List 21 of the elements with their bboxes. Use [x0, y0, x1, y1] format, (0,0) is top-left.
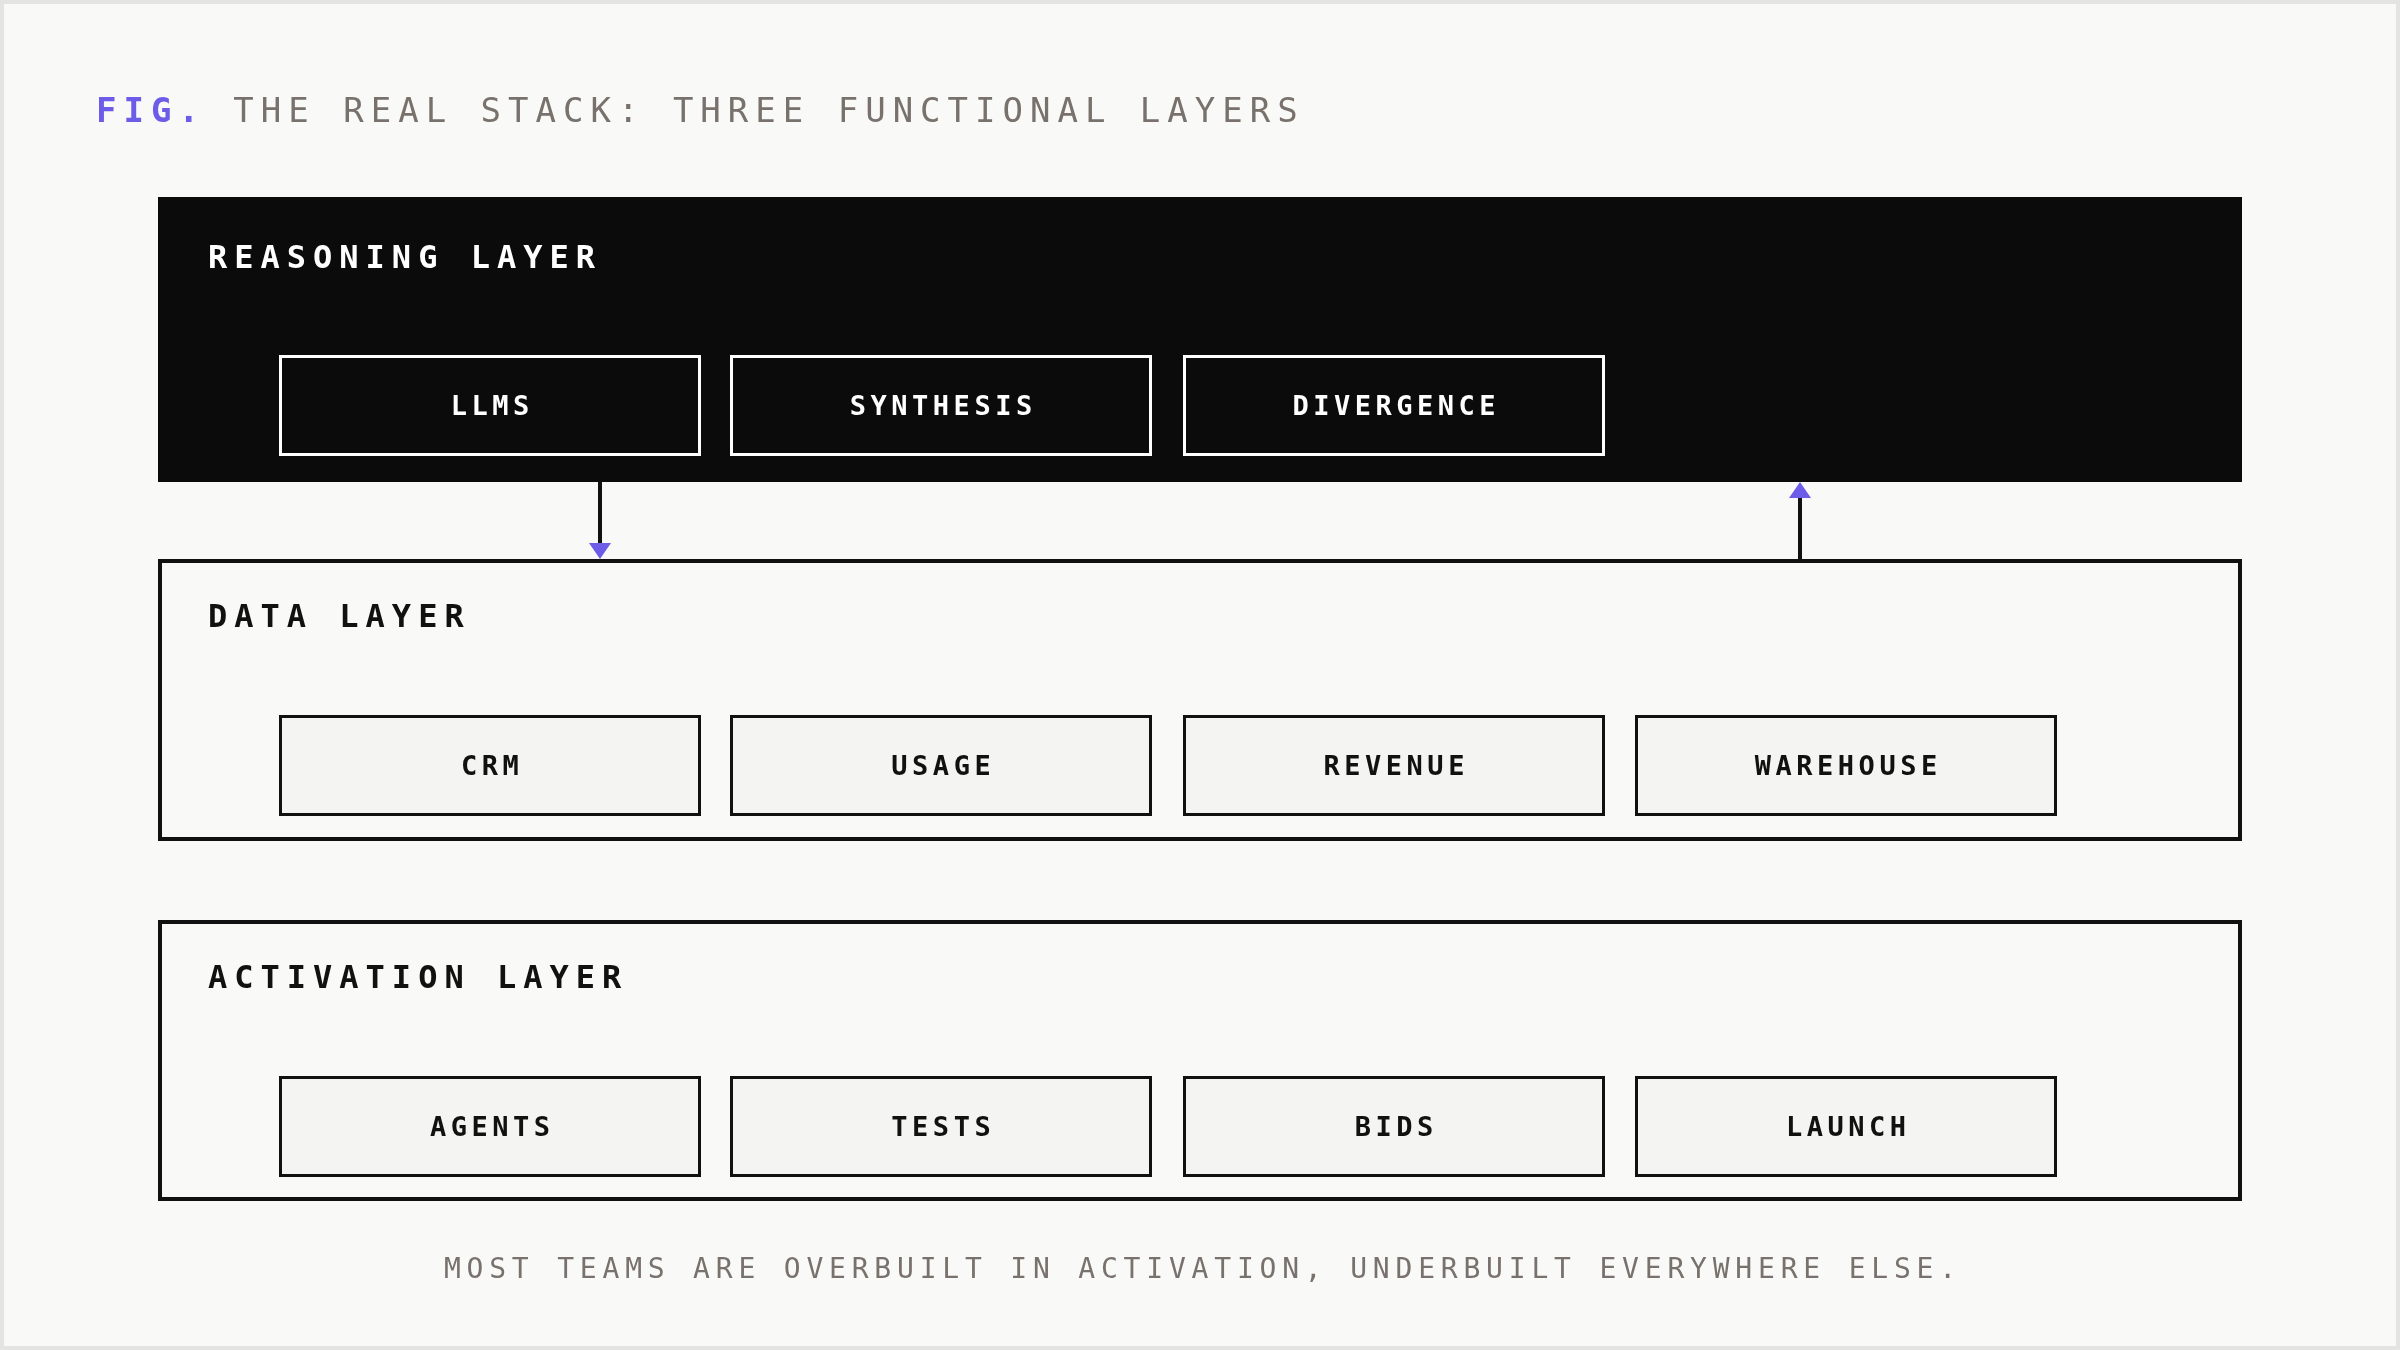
arrow: [1789, 482, 1811, 559]
component-tile: LLMS: [279, 355, 701, 456]
component-tile: WAREHOUSE: [1635, 715, 2057, 816]
layer-frame: [158, 920, 2242, 1201]
figure-title: FIG. THE REAL STACK: THREE FUNCTIONAL LAYERS: [96, 89, 1305, 131]
component-tile: SYNTHESIS: [730, 355, 1152, 456]
component-tile: AGENTS: [279, 1076, 701, 1177]
component-tile: CRM: [279, 715, 701, 816]
component-tile: LAUNCH: [1635, 1076, 2057, 1177]
component-tile: REVENUE: [1183, 715, 1605, 816]
layer-heading: REASONING LAYER: [208, 237, 602, 277]
layer-panel: [158, 197, 2242, 482]
arrow: [589, 482, 611, 559]
layer-frame: [158, 559, 2242, 841]
component-tile: USAGE: [730, 715, 1152, 816]
layer-heading: DATA LAYER: [208, 596, 471, 636]
figure-caption: MOST TEAMS ARE OVERBUILT IN ACTIVATION, UNDERBUILT EVERYWHERE ELSE.: [442, 1251, 1962, 1287]
component-tile: DIVERGENCE: [1183, 355, 1605, 456]
component-tile: TESTS: [730, 1076, 1152, 1177]
layer-heading: ACTIVATION LAYER: [208, 957, 629, 997]
component-tile: BIDS: [1183, 1076, 1605, 1177]
